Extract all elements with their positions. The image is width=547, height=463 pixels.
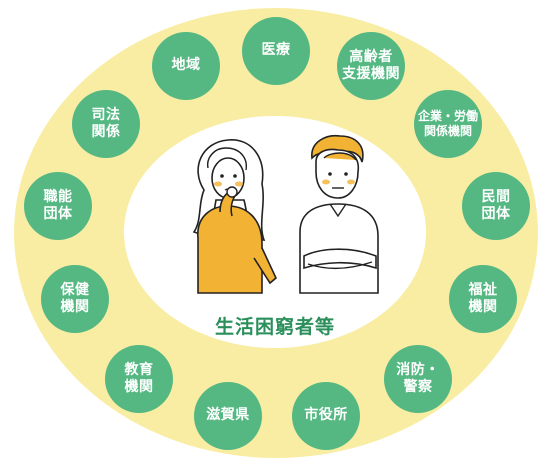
node-label: 市役所 (304, 407, 348, 424)
node-label: 滋賀県 (206, 407, 250, 424)
node-label: 司法 関係 (91, 106, 121, 141)
woman-figure (192, 139, 277, 294)
node-kyoiku: 教育 機関 (105, 345, 173, 413)
node-shiho: 司法 関係 (72, 90, 140, 158)
node-shobo: 消防・ 警察 (384, 345, 452, 413)
node-minkan: 民間 団体 (462, 172, 530, 240)
node-hoken: 保健 機関 (41, 265, 109, 333)
node-iryo: 医療 (242, 17, 310, 85)
node-shiyakusho: 市役所 (292, 382, 360, 450)
node-kigyo: 企業・労働 関係機関 (414, 90, 482, 158)
people-illustration (192, 134, 379, 294)
center-label: 生活困窮者等 (214, 316, 335, 338)
node-label: 地域 (171, 57, 201, 74)
node-label: 民間 団体 (481, 188, 511, 223)
node-label: 教育 機関 (124, 361, 154, 396)
node-shokuno: 職能 団体 (24, 172, 92, 240)
node-label: 職能 団体 (43, 188, 73, 223)
man-figure (299, 134, 379, 294)
node-chiiki: 地域 (152, 32, 220, 100)
node-label: 福祉 機関 (468, 281, 498, 316)
node-label: 高齢者 支援機関 (342, 48, 400, 83)
node-korei: 高齢者 支援機関 (337, 32, 405, 100)
node-label: 企業・労働 関係機関 (417, 109, 478, 138)
node-label: 医療 (261, 42, 291, 59)
node-shiga: 滋賀県 (194, 382, 262, 450)
node-label: 消防・ 警察 (396, 361, 440, 396)
node-fukushi: 福祉 機関 (449, 265, 517, 333)
node-label: 保健 機関 (60, 281, 90, 316)
